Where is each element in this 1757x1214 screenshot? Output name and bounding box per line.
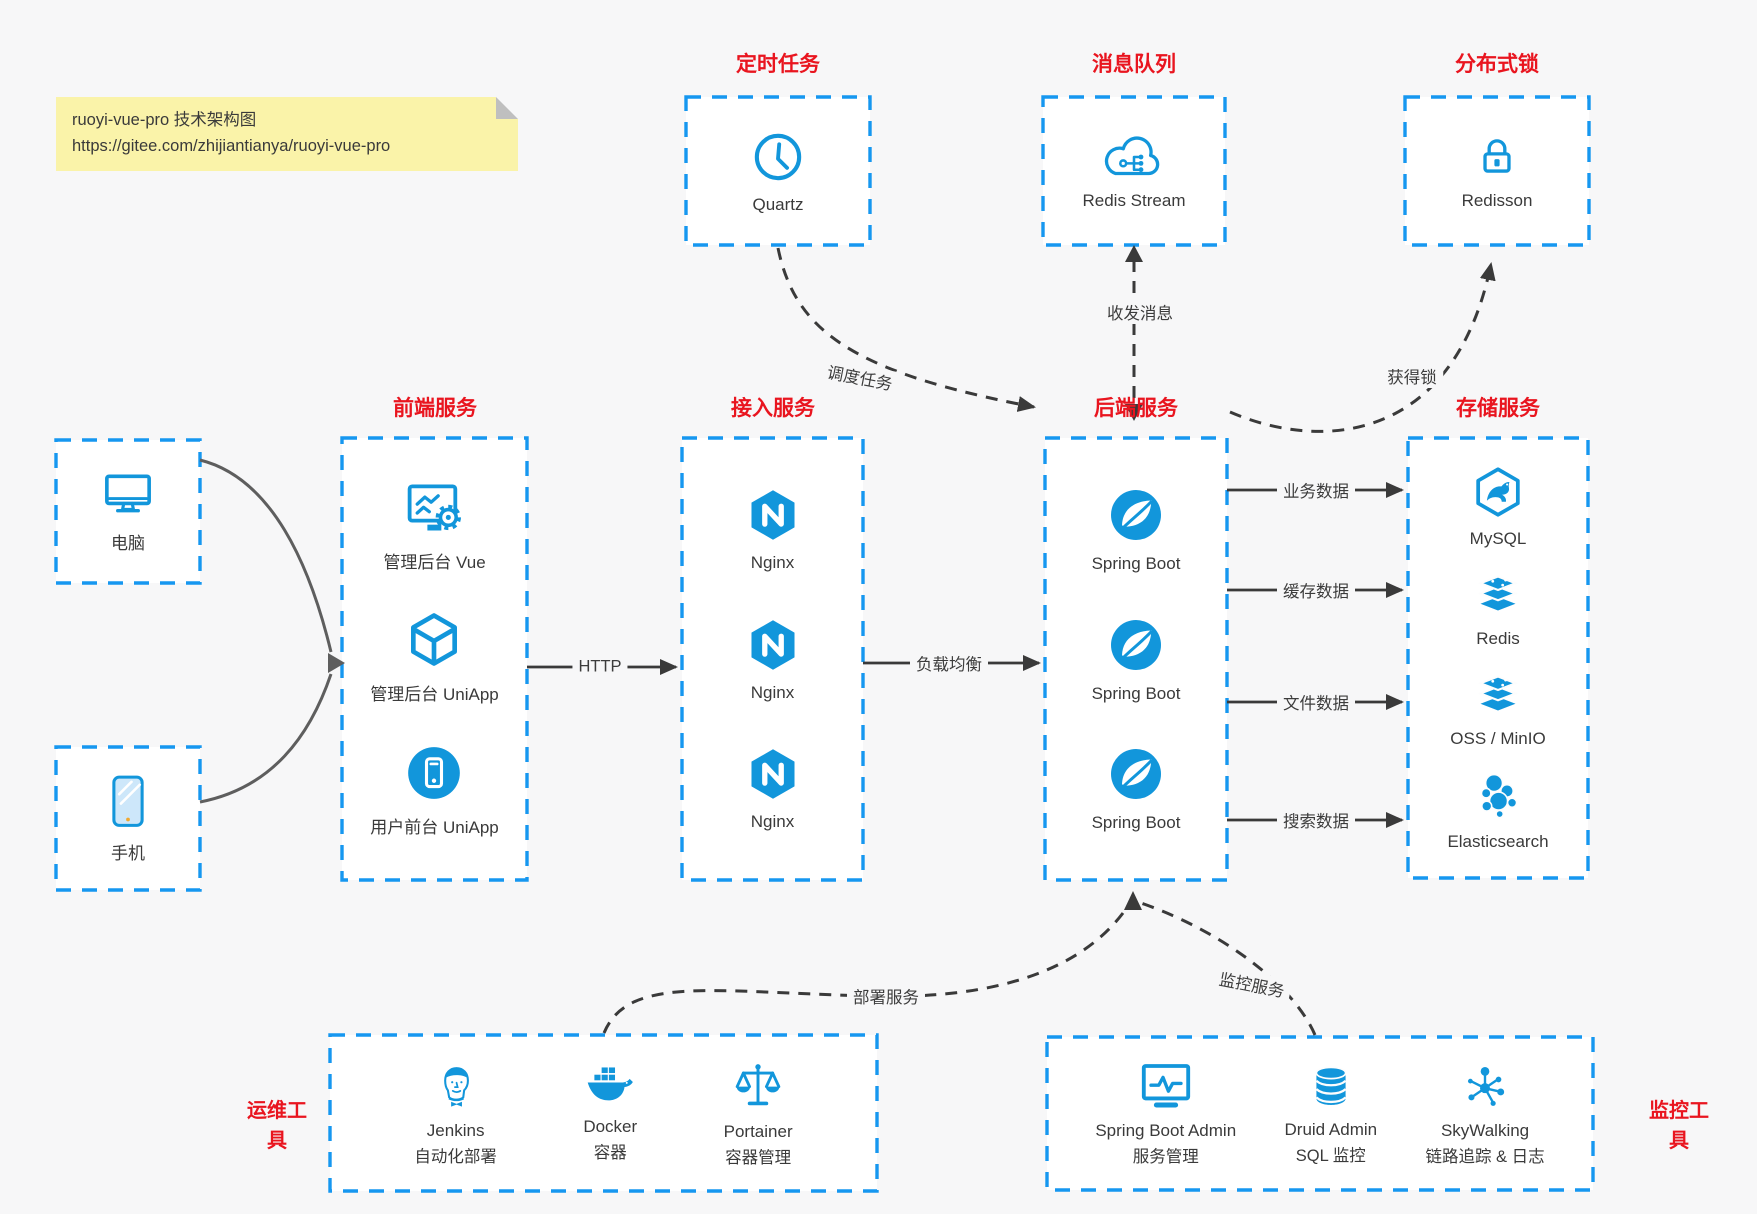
skywalking-desc: 链路追踪 & 日志 <box>1425 1148 1545 1166</box>
docker-desc: 容器 <box>593 1143 627 1162</box>
springboot-label: Spring Boot <box>1091 683 1181 703</box>
druid-name: Druid Admin <box>1284 1120 1378 1139</box>
sticky-note: ruoyi-vue-pro 技术架构图 https://gitee.com/zh… <box>56 97 518 171</box>
cloud-network-icon <box>1101 131 1167 182</box>
edge-schedule-curve <box>776 247 1036 412</box>
elasticsearch-label: Elasticsearch <box>1447 832 1549 852</box>
portainer-desc: 容器管理 <box>725 1148 792 1167</box>
redis-label: Redis <box>1476 629 1520 649</box>
monitoring-box: Spring Boot Admin 服务管理 Druid Admin SQL 监… <box>1047 1037 1593 1190</box>
sba-name: Spring Boot Admin <box>1095 1121 1237 1141</box>
lock-box: Redisson <box>1405 97 1589 245</box>
spring-leaf-icon <box>1106 744 1166 804</box>
redisson-label: Redisson <box>1461 190 1533 210</box>
backend-title: 后端服务 <box>1094 397 1178 420</box>
gateway-box: Nginx Nginx Nginx <box>682 438 863 880</box>
nginx-icon <box>744 486 802 544</box>
redis-stack-icon <box>1470 669 1526 720</box>
backend-box: Spring Boot Spring Boot Spring Boot <box>1045 438 1227 880</box>
scheduler-box-border <box>684 95 872 247</box>
lock-title: 分布式锁 <box>1455 53 1539 76</box>
edge-filedata-label: 文件数据 <box>1277 690 1355 714</box>
springboot-label: Spring Boot <box>1091 813 1181 833</box>
oss-minio-label: OSS / MinIO <box>1450 729 1546 749</box>
deploy-monitor-arrowhead <box>1124 891 1142 910</box>
edge-cachedata-label: 缓存数据 <box>1277 578 1355 602</box>
computer-label: 电脑 <box>111 533 145 553</box>
skywalking-name: SkyWalking <box>1440 1121 1530 1140</box>
edge-deploy-label: 部署服务 <box>847 984 925 1008</box>
nginx-icon <box>744 745 802 803</box>
mysql-dolphin-icon <box>1470 464 1526 520</box>
redis-stack-icon <box>1470 569 1526 620</box>
nginx-label: Nginx <box>750 553 795 573</box>
scales-icon <box>731 1059 785 1113</box>
user-uniapp-label: 用户前台 UniApp <box>370 817 499 837</box>
phone-label: 手机 <box>111 843 145 863</box>
client-arrowhead <box>328 653 345 673</box>
edge-acquirelock-label: 获得锁 <box>1381 364 1443 388</box>
jenkins-icon <box>430 1060 482 1112</box>
nginx-label: Nginx <box>750 811 795 831</box>
edge-loadbalance-label: 负载均衡 <box>910 651 988 675</box>
topology-icon <box>1459 1060 1511 1112</box>
ops-title: 运维工具 <box>247 1100 307 1152</box>
ops-box: Jenkins 自动化部署 Docker 容器 <box>330 1035 877 1191</box>
smartphone-icon <box>108 773 148 829</box>
gateway-title: 接入服务 <box>731 397 815 420</box>
edge-monitor-curve <box>1140 901 1317 1036</box>
monitoring-title: 监控工具 <box>1649 1100 1709 1152</box>
springboot-label: Spring Boot <box>1091 553 1181 573</box>
mobile-app-icon <box>403 742 465 804</box>
edge-phone-to-frontend <box>199 673 333 804</box>
desktop-icon <box>99 469 157 520</box>
nginx-icon <box>744 616 802 674</box>
storage-box: MySQL Redis OSS <box>1408 438 1588 878</box>
database-icon <box>1306 1061 1356 1111</box>
druid-desc: SQL 监控 <box>1295 1147 1366 1165</box>
scheduler-title: 定时任务 <box>736 53 820 76</box>
frontend-title: 前端服务 <box>393 397 477 420</box>
edge-messaging-label: 收发消息 <box>1101 300 1179 324</box>
cube-icon <box>403 609 465 671</box>
phone-node: 手机 <box>56 747 200 890</box>
elasticsearch-icon <box>1471 769 1525 823</box>
edge-http-label: HTTP <box>572 657 628 677</box>
docker-whale-icon <box>581 1063 639 1108</box>
monitoring-box-border <box>1045 1035 1595 1192</box>
jenkins-name: Jenkins <box>426 1120 485 1140</box>
spring-leaf-icon <box>1106 485 1166 545</box>
admin-uniapp-label: 管理后台 UniApp <box>370 685 499 705</box>
edge-deploy-curve <box>602 905 1130 1034</box>
mq-box: Redis Stream <box>1043 97 1225 245</box>
quartz-label: Quartz <box>752 194 804 214</box>
spring-leaf-icon <box>1106 615 1166 675</box>
redis-stream-label: Redis Stream <box>1082 190 1186 210</box>
docker-name: Docker <box>583 1116 638 1136</box>
clock-icon <box>749 128 807 186</box>
edge-acquirelock-curve <box>1229 262 1496 433</box>
frontend-box: 管理后台 Vue 管理后台 UniApp 用户前台 UniApp <box>342 438 527 880</box>
jenkins-desc: 自动化部署 <box>414 1147 497 1166</box>
storage-title: 存储服务 <box>1456 397 1540 420</box>
edge-searchdata-label: 搜索数据 <box>1277 808 1355 832</box>
portainer-name: Portainer <box>723 1121 793 1141</box>
sba-desc: 服务管理 <box>1132 1148 1199 1167</box>
admin-vue-label: 管理后台 Vue <box>383 552 486 572</box>
monitor-chart-icon <box>1136 1060 1196 1113</box>
messaging-arrowhead-down <box>1125 404 1143 421</box>
edge-bizdata-label: 业务数据 <box>1277 478 1355 502</box>
admin-vue-icon <box>402 480 468 538</box>
edge-computer-to-frontend <box>199 458 333 653</box>
scheduler-box: Quartz <box>686 97 870 245</box>
mysql-label: MySQL <box>1469 528 1527 548</box>
nginx-label: Nginx <box>750 682 795 702</box>
messaging-arrowhead-up <box>1125 245 1143 262</box>
note-title: ruoyi-vue-pro 技术架构图 <box>72 111 257 129</box>
computer-node: 电脑 <box>56 440 200 583</box>
mq-title: 消息队列 <box>1092 53 1176 76</box>
ops-box-border <box>328 1033 879 1193</box>
padlock-icon <box>1472 132 1522 182</box>
note-url: https://gitee.com/zhijiantianya/ruoyi-vu… <box>72 136 391 155</box>
